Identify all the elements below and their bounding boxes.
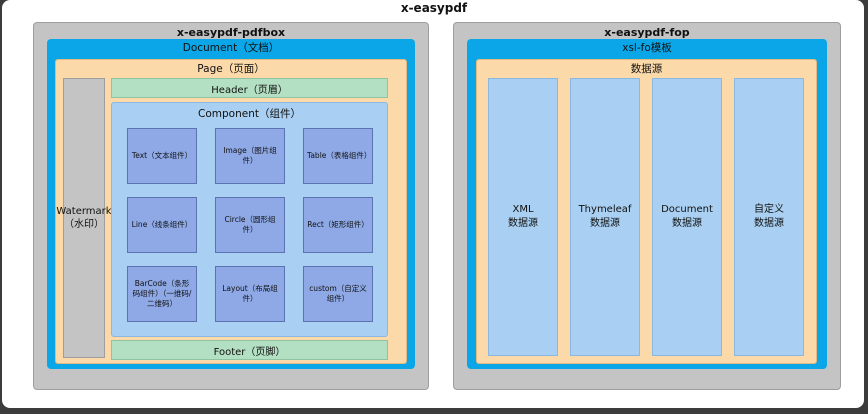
footer-label: Footer（页脚） xyxy=(213,346,286,358)
fop-title: x-easypdf-fop xyxy=(604,26,690,39)
page-label: Page（页面） xyxy=(197,63,265,75)
layout-component: Layout（布局组件） xyxy=(215,266,285,322)
xslfo-template-label: xsl-fo模板 xyxy=(622,42,672,54)
header-box: Header（页眉） xyxy=(111,78,388,98)
custom-component: custom（自定义组件） xyxy=(303,266,373,322)
barcode-component: BarCode（条形码组件）（一维码/二维码） xyxy=(127,266,197,322)
xml-datasource: XML 数据源 xyxy=(488,78,558,356)
image-component: Image（图片组件） xyxy=(215,128,285,184)
circle-component: Circle（圆形组件） xyxy=(215,197,285,253)
rect-component: Rect（矩形组件） xyxy=(303,197,373,253)
diagram-title: x-easypdf xyxy=(400,1,468,15)
document-label: Document（文档） xyxy=(182,42,280,54)
custom-datasource: 自定义 数据源 xyxy=(734,78,804,356)
watermark-label: Watermark（水印） xyxy=(56,206,112,230)
xslfo-template-box: xsl-fo模板 数据源 XML 数据源 Thymeleaf 数据源 Docum… xyxy=(467,39,827,369)
fop-container: x-easypdf-fop xsl-fo模板 数据源 XML 数据源 Thyme… xyxy=(453,22,841,390)
thymeleaf-datasource: Thymeleaf 数据源 xyxy=(570,78,640,356)
document-box: Document（文档） Page（页面） Watermark（水印） Head… xyxy=(47,39,415,369)
pdfbox-title: x-easypdf-pdfbox xyxy=(176,26,286,39)
text-component: Text（文本组件） xyxy=(127,128,197,184)
datasource-label: 数据源 xyxy=(630,63,663,75)
component-box: Component（组件） Text（文本组件） Image（图片组件） Tab… xyxy=(111,102,388,337)
page-box: Page（页面） Watermark（水印） Header（页眉） Compon… xyxy=(55,59,407,364)
header-label: Header（页眉） xyxy=(211,84,288,96)
footer-box: Footer（页脚） xyxy=(111,340,388,360)
pdfbox-container: x-easypdf-pdfbox Document（文档） Page（页面） W… xyxy=(33,22,429,390)
document-datasource: Document 数据源 xyxy=(652,78,722,356)
line-component: Line（线条组件） xyxy=(127,197,197,253)
component-label: Component（组件） xyxy=(198,108,301,120)
datasource-box: 数据源 XML 数据源 Thymeleaf 数据源 Document 数据源 自… xyxy=(476,59,817,364)
table-component: Table（表格组件） xyxy=(303,128,373,184)
watermark-box: Watermark（水印） xyxy=(56,78,112,358)
